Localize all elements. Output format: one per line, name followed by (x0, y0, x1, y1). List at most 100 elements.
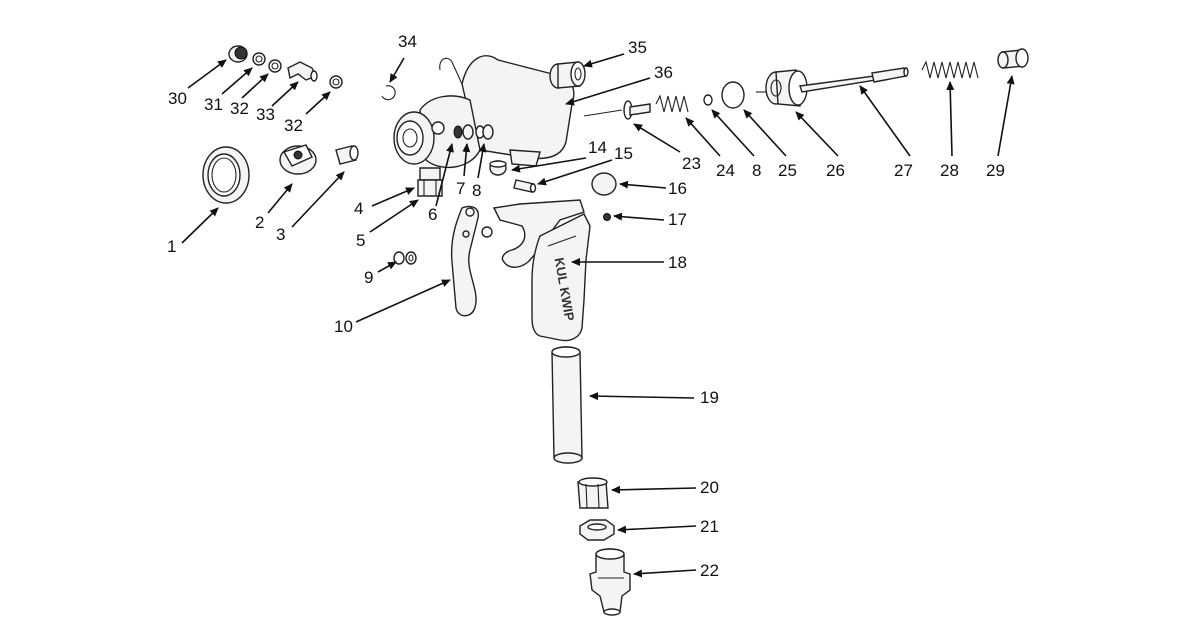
arrow-4 (371, 187, 415, 207)
label-36: 36 (654, 63, 673, 82)
label-2: 2 (255, 213, 264, 232)
label-6: 6 (428, 205, 437, 224)
part-31-washer (252, 52, 266, 66)
label-26: 26 (826, 161, 845, 180)
label-10: 10 (334, 317, 353, 336)
arrow-19 (589, 392, 695, 401)
label-32-right: 32 (284, 116, 303, 135)
label-16: 16 (668, 179, 687, 198)
label-31: 31 (204, 95, 223, 114)
part-34-retaining-clip (381, 85, 396, 101)
label-9: 9 (364, 268, 373, 287)
label-22: 22 (700, 561, 719, 580)
arrow-5 (369, 199, 419, 233)
part-21-hex-nut (579, 519, 615, 541)
arrow-34 (389, 57, 405, 83)
arrow-28 (946, 81, 955, 157)
part-2-air-cap (279, 144, 317, 175)
label-25: 25 (778, 161, 797, 180)
arrow-2 (267, 183, 293, 214)
label-8-right: 8 (752, 161, 761, 180)
label-4: 4 (354, 199, 363, 218)
label-33: 33 (256, 105, 275, 124)
part-3-fluid-nozzle (335, 145, 359, 165)
arrow-23 (633, 123, 681, 153)
part-30-cap (228, 45, 248, 63)
part-29-end-cap (997, 48, 1029, 69)
label-19: 19 (700, 388, 719, 407)
part-32-o-ring-top (268, 59, 282, 73)
arrow-35 (583, 53, 625, 68)
part-6-7-8-stack (453, 124, 494, 140)
part-5-fitting (417, 179, 443, 197)
label-32-top: 32 (230, 99, 249, 118)
arrow-30 (187, 59, 227, 89)
trigger-pin (481, 226, 493, 238)
arrow-21 (617, 525, 697, 534)
label-28: 28 (940, 161, 959, 180)
part-number-labels: 1 2 3 4 5 6 7 8 9 10 14 15 16 17 18 19 2… (167, 32, 1005, 580)
arrow-32-right (305, 91, 331, 115)
part-20-coupling-nut (577, 477, 609, 509)
part-27-rod (799, 67, 909, 93)
arrow-3 (291, 171, 345, 228)
arrow-15 (537, 159, 613, 186)
label-18: 18 (668, 253, 687, 272)
arrow-1 (181, 207, 219, 244)
label-15: 15 (614, 144, 633, 163)
arrow-7 (462, 143, 471, 177)
arrow-22 (633, 569, 697, 578)
part-19-fluid-tube (551, 346, 583, 464)
arrow-20 (611, 485, 697, 494)
part-8-washer-right (703, 94, 713, 106)
label-17: 17 (668, 210, 687, 229)
label-1: 1 (167, 237, 176, 256)
part-17-set-screw (603, 213, 611, 221)
arrow-8-right (711, 109, 755, 157)
label-8: 8 (472, 181, 481, 200)
part-9-washers (393, 251, 417, 265)
part-22-inlet-fitting (589, 548, 631, 616)
label-35: 35 (628, 38, 647, 57)
label-30: 30 (168, 89, 187, 108)
arrow-24 (685, 117, 721, 157)
label-21: 21 (700, 517, 719, 536)
label-23: 23 (682, 154, 701, 173)
arrow-6 (435, 143, 454, 207)
part-36-gun-body (393, 55, 575, 169)
part-23-needle (583, 100, 651, 120)
arrow-32-top (241, 73, 269, 99)
part-10-trigger (450, 205, 479, 317)
arrow-17 (613, 212, 665, 221)
arrow-25 (743, 109, 787, 157)
arrow-33 (271, 81, 299, 107)
part-28-spring (921, 60, 979, 79)
part-1-air-cap-ring (202, 146, 250, 204)
part-25-o-ring (721, 81, 745, 109)
label-14: 14 (588, 138, 607, 157)
arrow-16 (619, 180, 667, 189)
arrow-9 (377, 261, 397, 273)
label-27: 27 (894, 161, 913, 180)
arrow-14 (511, 157, 587, 173)
label-20: 20 (700, 478, 719, 497)
part-24-spring (655, 94, 689, 113)
label-7: 7 (456, 179, 465, 198)
part-32-o-ring-right (329, 75, 343, 89)
part-14-bushing (489, 160, 507, 176)
label-29: 29 (986, 161, 1005, 180)
part-15-pin (513, 179, 537, 193)
leader-arrows (181, 53, 1015, 578)
arrow-27 (859, 85, 911, 157)
part-16-plug (591, 172, 617, 196)
label-3: 3 (276, 225, 285, 244)
arrow-10 (355, 279, 451, 323)
label-5: 5 (356, 231, 365, 250)
part-26-piston (756, 69, 808, 107)
label-24: 24 (716, 161, 735, 180)
arrow-8 (477, 143, 487, 179)
arrow-29 (997, 75, 1015, 157)
arrow-31 (221, 67, 253, 95)
